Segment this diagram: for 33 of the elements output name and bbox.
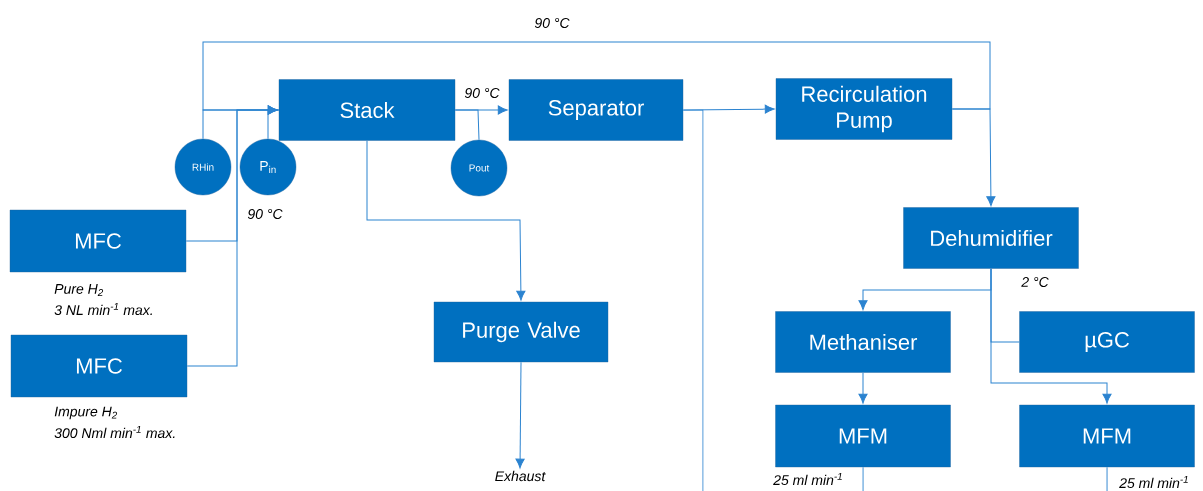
annotation: 3 NL min$^{-1}$ max. <box>54 302 152 316</box>
temperature-label: 90 °C <box>247 209 283 219</box>
process-box: MFM <box>775 404 951 468</box>
connector <box>267 109 280 140</box>
temperature-label: 2 °C <box>1021 277 1049 287</box>
connector <box>454 109 480 141</box>
connector <box>858 372 868 404</box>
process-box: Recirculation Pump <box>775 78 953 140</box>
connector <box>202 41 991 115</box>
process-box: Methaniser <box>775 311 951 373</box>
connector <box>682 109 704 491</box>
connector <box>951 108 996 207</box>
annotation: Impure H$_{2}$ <box>54 406 118 420</box>
edge-label: 90 °C <box>463 87 501 99</box>
connector <box>366 140 526 301</box>
annotation: 300 Nml min$^{-1}$ max. <box>54 425 175 439</box>
process-box: Stack <box>278 79 456 141</box>
connector <box>515 361 525 469</box>
process-box: Dehumidifier <box>903 207 1079 269</box>
annotation: 25 ml min$^{-1}$ <box>1119 475 1188 489</box>
process-box: MFM <box>1019 404 1195 468</box>
annotation: Pure H$_{2}$ <box>54 284 104 296</box>
process-box: Purge Valve <box>433 301 609 363</box>
connector <box>1106 466 1108 491</box>
exhaust-label: Exhaust <box>495 470 546 482</box>
connector <box>990 268 1112 404</box>
process-box: MFC <box>10 334 188 398</box>
process-box: MFC <box>9 209 187 273</box>
connector <box>862 466 864 491</box>
process-box: µGC <box>1019 311 1195 373</box>
annotation: 25 ml min$^{-1}$ <box>773 472 842 486</box>
process-box: Separator <box>508 79 684 141</box>
edge-label: 90 °C <box>533 17 571 29</box>
